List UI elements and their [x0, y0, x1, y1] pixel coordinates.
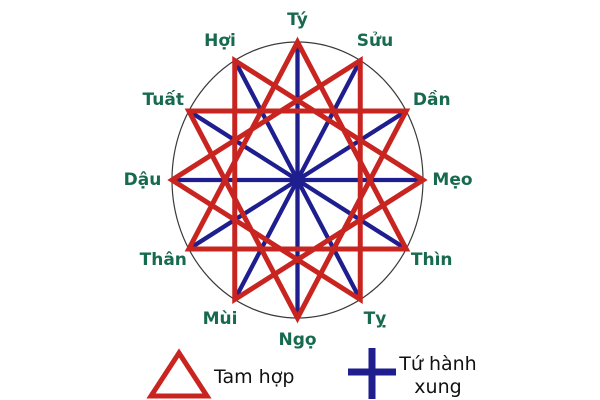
zodiac-label-horse: Ngọ	[278, 330, 317, 350]
zodiac-label-dragon: Thìn	[410, 250, 453, 270]
tu-hanh-xung-cross-icon	[348, 348, 396, 399]
zodiac-label-monkey: Thân	[139, 250, 187, 270]
zodiac-label-snake: Tỵ	[363, 308, 387, 329]
tam-hop-triangle-icon	[146, 348, 212, 399]
zodiac-label-rat: Tý	[287, 10, 308, 30]
legend-label-tam-hop: Tam hợp	[214, 366, 295, 388]
legend-label-tu-hanh-xung-line2: xung	[414, 376, 462, 398]
tu-hanh-xung-lines	[172, 42, 423, 318]
zodiac-label-goat: Mùi	[202, 308, 238, 329]
zodiac-label-rooster: Dậu	[123, 170, 162, 190]
legend-label-tu-hanh-xung-line1: Tứ hành	[399, 353, 477, 375]
zodiac-label-tiger: Dần	[412, 90, 451, 110]
zodiac-label-cat: Mẹo	[432, 170, 473, 190]
tu-hanh-xung-line	[232, 59, 363, 301]
tam-hop-triangles	[167, 36, 428, 324]
tam-hop-triangle	[184, 108, 411, 324]
zodiac-label-ox: Sửu	[356, 31, 394, 52]
zodiac-label-pig: Hợi	[204, 31, 236, 52]
zodiac-label-dog: Tuất	[142, 90, 184, 110]
legend-label-tu-hanh-xung: Tứ hành xung	[399, 353, 476, 399]
tam-hop-triangle	[232, 55, 428, 305]
tam-hop-triangle	[184, 36, 411, 252]
tam-hop-triangle	[167, 55, 363, 305]
legend-symbols	[146, 348, 396, 399]
